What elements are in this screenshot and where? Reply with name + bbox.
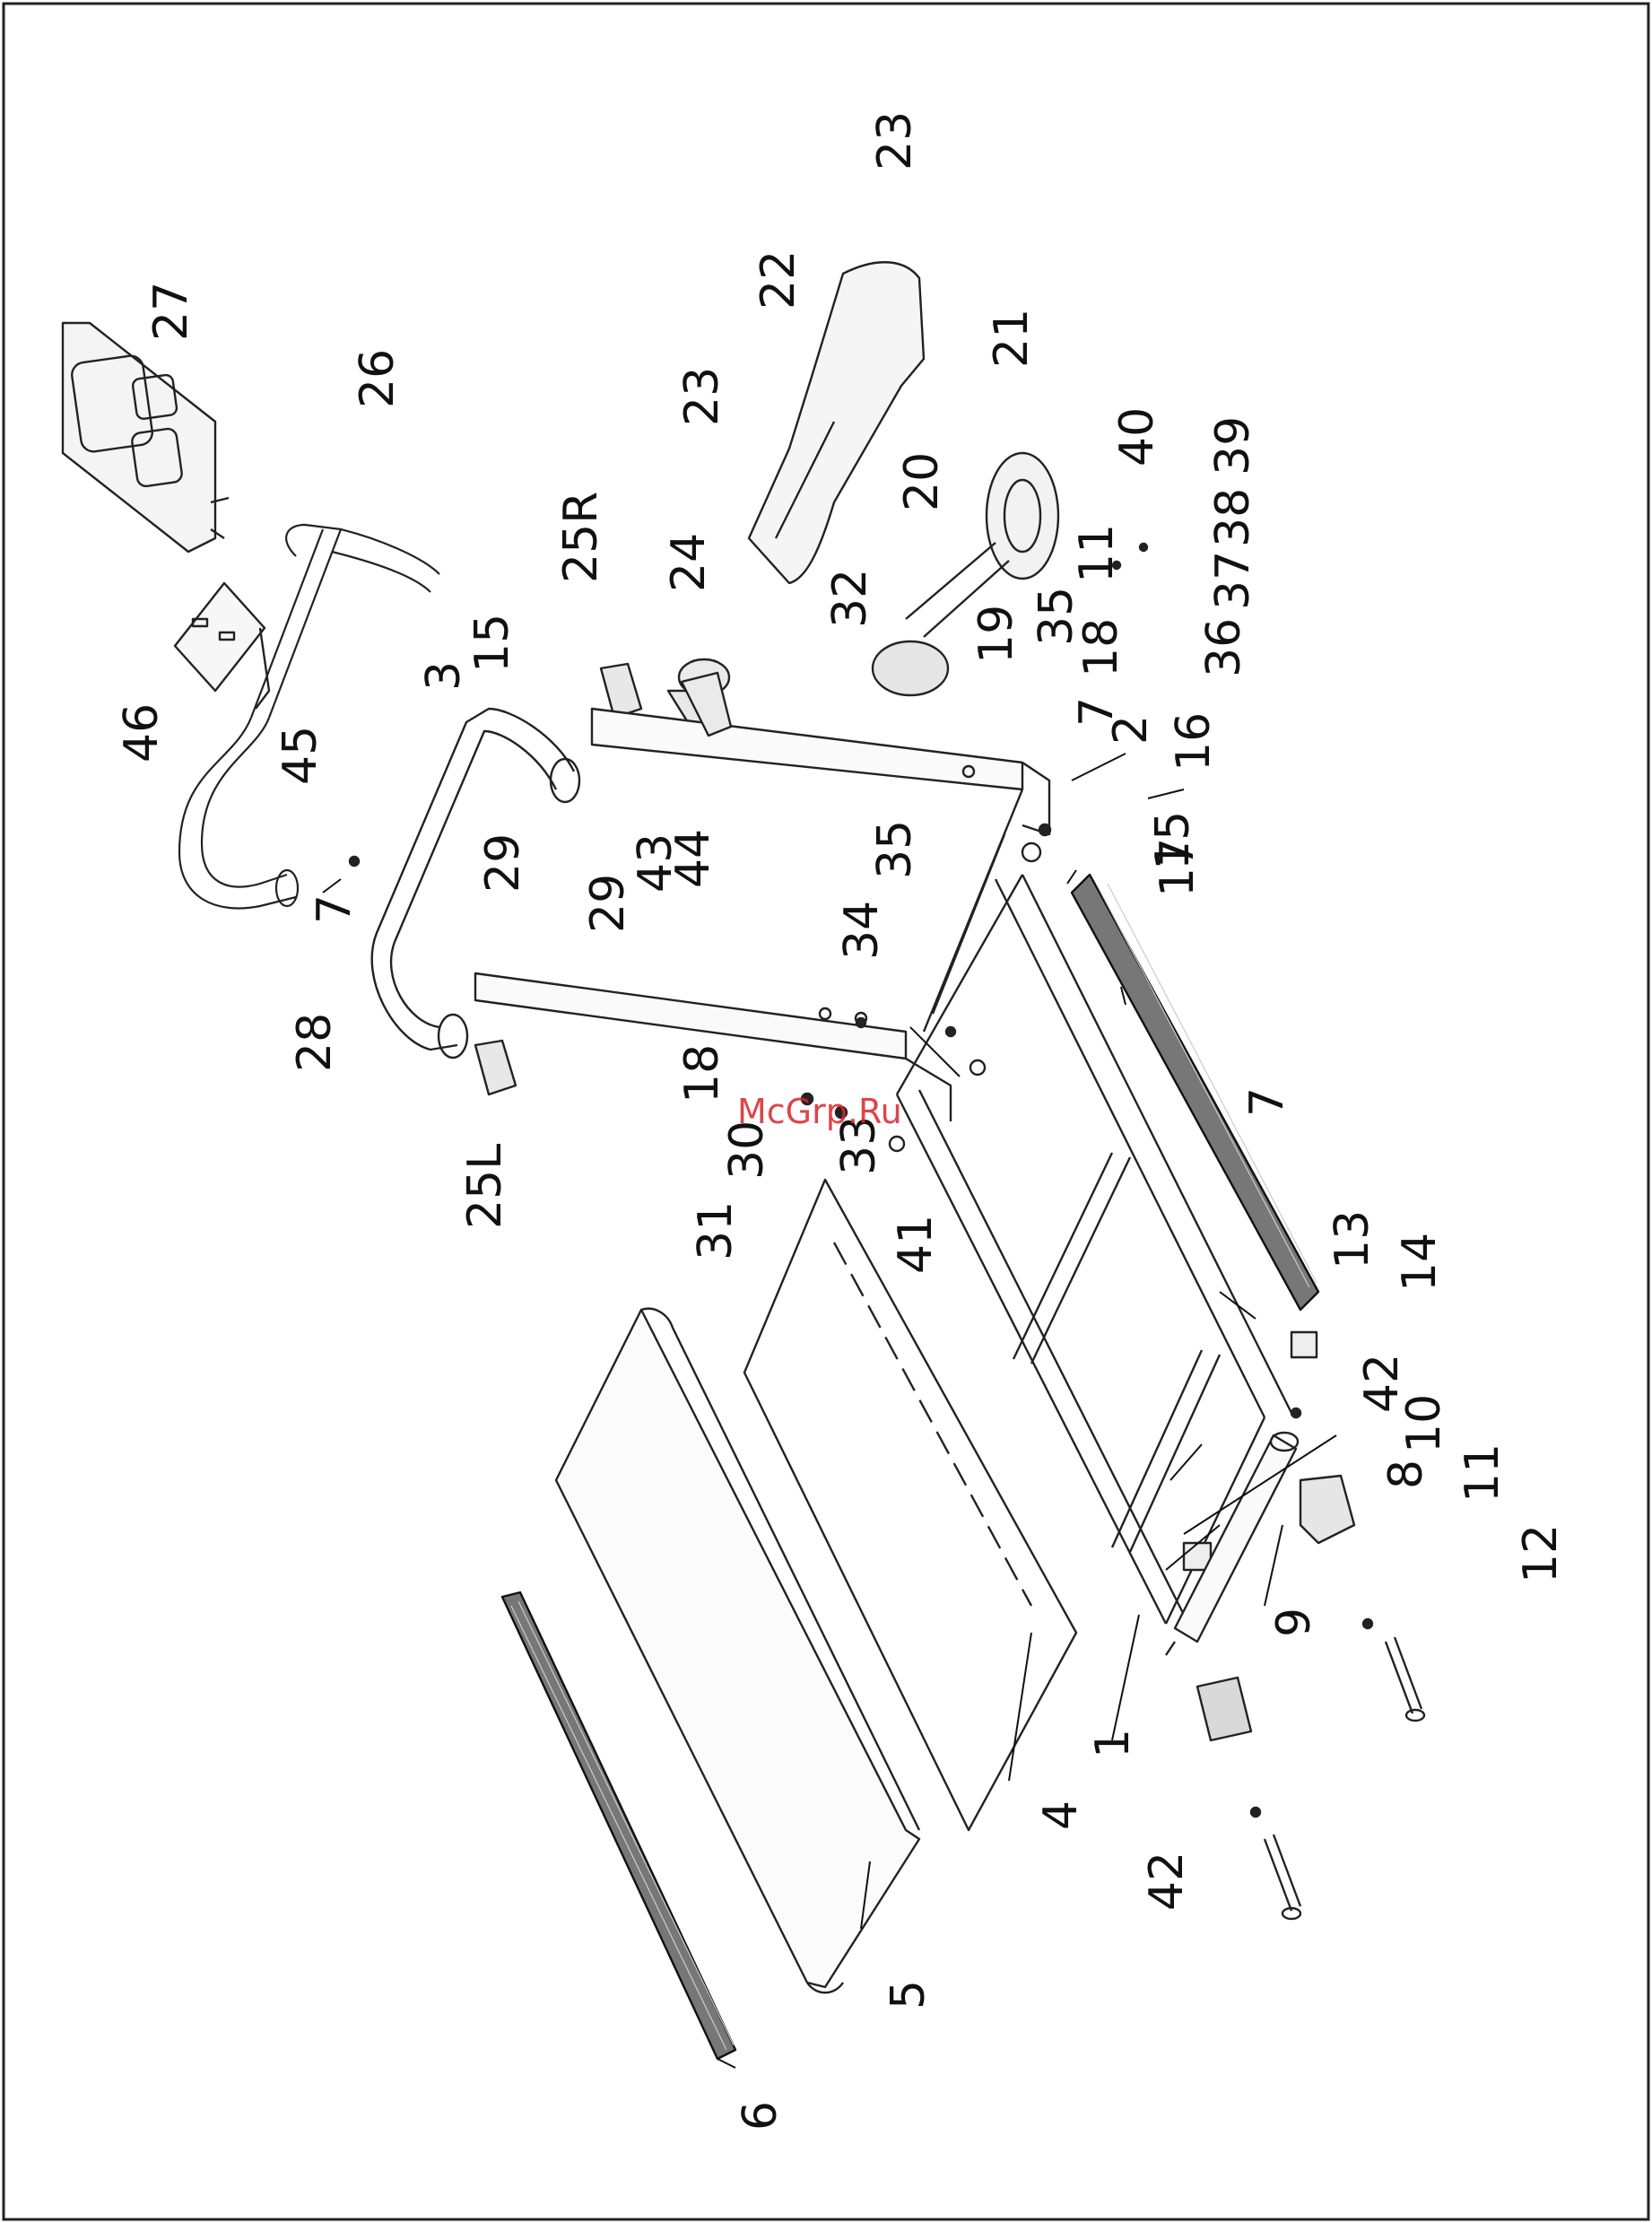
part-label: 14 (1393, 1233, 1447, 1292)
part-label: 11 (1070, 524, 1124, 583)
part-label: 22 (752, 250, 805, 309)
watermark-text: McGrp.Ru (737, 1092, 902, 1131)
part-label: 29 (476, 833, 530, 893)
part-label: 11 (1456, 1443, 1509, 1503)
part-label: 32 (823, 569, 877, 628)
part-label: 45 (274, 726, 327, 785)
part-label: 23 (675, 367, 729, 426)
part-label: 26 (351, 349, 404, 408)
part-label: 39 (1206, 416, 1260, 475)
part-label: 9 (1267, 1608, 1321, 1637)
part-label: 24 (662, 533, 716, 592)
part-label: 31 (689, 1201, 743, 1260)
part-label: 44 (666, 829, 720, 888)
part-label: 16 (1167, 712, 1221, 772)
part-label: 46 (115, 703, 169, 763)
part-label: 27 (144, 282, 198, 341)
part-label: 20 (895, 452, 949, 511)
part-label: 36 (1197, 618, 1251, 677)
part-label: 35 (868, 820, 922, 879)
part-label: 7 (308, 894, 361, 924)
part-label: 4 (1034, 1800, 1088, 1830)
part-label: 5 (882, 1980, 935, 2009)
roller-bolt-part (1265, 1637, 1424, 1919)
part-label: 19 (969, 605, 1023, 664)
console-part (63, 323, 229, 552)
part-label: 17 (1151, 838, 1204, 897)
console-bracket-part (175, 583, 269, 709)
part-label: 1 (1086, 1729, 1140, 1758)
part-label: 29 (581, 874, 635, 933)
part-label: 37 (1206, 551, 1260, 610)
part-label: 7 (1070, 697, 1124, 727)
part-label: 13 (1326, 1210, 1379, 1269)
part-label: 7 (1240, 1087, 1294, 1117)
part-label: 42 (1140, 1852, 1194, 1911)
part-label: 34 (835, 901, 889, 960)
part-label: 35 (1030, 587, 1083, 646)
part-label: 8 (1379, 1460, 1433, 1489)
part-label: 15 (465, 614, 519, 673)
part-label: 3 (417, 661, 471, 691)
part-label: 38 (1206, 488, 1260, 547)
part-label: 41 (889, 1215, 943, 1274)
part-label: 25L (458, 1144, 512, 1229)
part-label: 42 (1355, 1354, 1409, 1413)
part-label: 18 (675, 1044, 729, 1103)
part-label: 12 (1514, 1524, 1568, 1583)
part-label: 21 (985, 309, 1039, 368)
part-label: 28 (288, 1013, 342, 1072)
part-label: 25R (554, 492, 608, 583)
part-label: 6 (734, 2101, 787, 2131)
main-frame-part (475, 709, 1049, 1121)
part-label: 40 (1110, 407, 1164, 466)
part-label: 23 (868, 111, 922, 170)
handlebar-part (179, 525, 439, 909)
